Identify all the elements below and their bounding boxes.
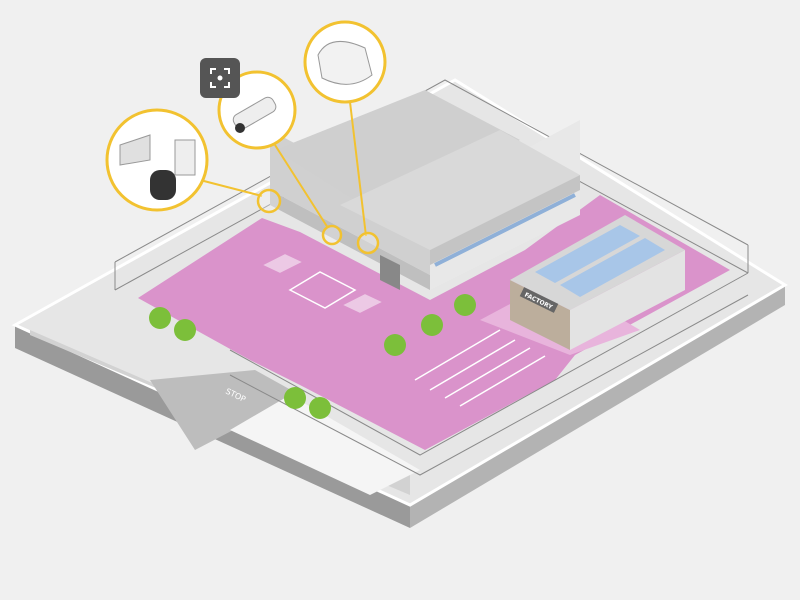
- radar-icon: [317, 40, 373, 85]
- parking-lines: [263, 254, 546, 407]
- warehouse-building: [270, 90, 580, 290]
- device-markers: [256, 188, 380, 255]
- callout-speaker-ptz[interactable]: [105, 108, 209, 212]
- callout-radar[interactable]: [303, 20, 387, 104]
- ptz-camera-icon: [150, 170, 176, 200]
- factory-sign: [519, 287, 559, 313]
- trees: [149, 294, 476, 419]
- callout-lines: [199, 101, 367, 237]
- factory-building: FACTORY: [510, 215, 685, 350]
- focus-frame-button[interactable]: [200, 58, 240, 98]
- bullet-camera-icon: [232, 96, 277, 130]
- horn-speaker-icon: [119, 134, 151, 166]
- focus-frame-icon: [210, 68, 230, 88]
- entry-road: [150, 370, 300, 450]
